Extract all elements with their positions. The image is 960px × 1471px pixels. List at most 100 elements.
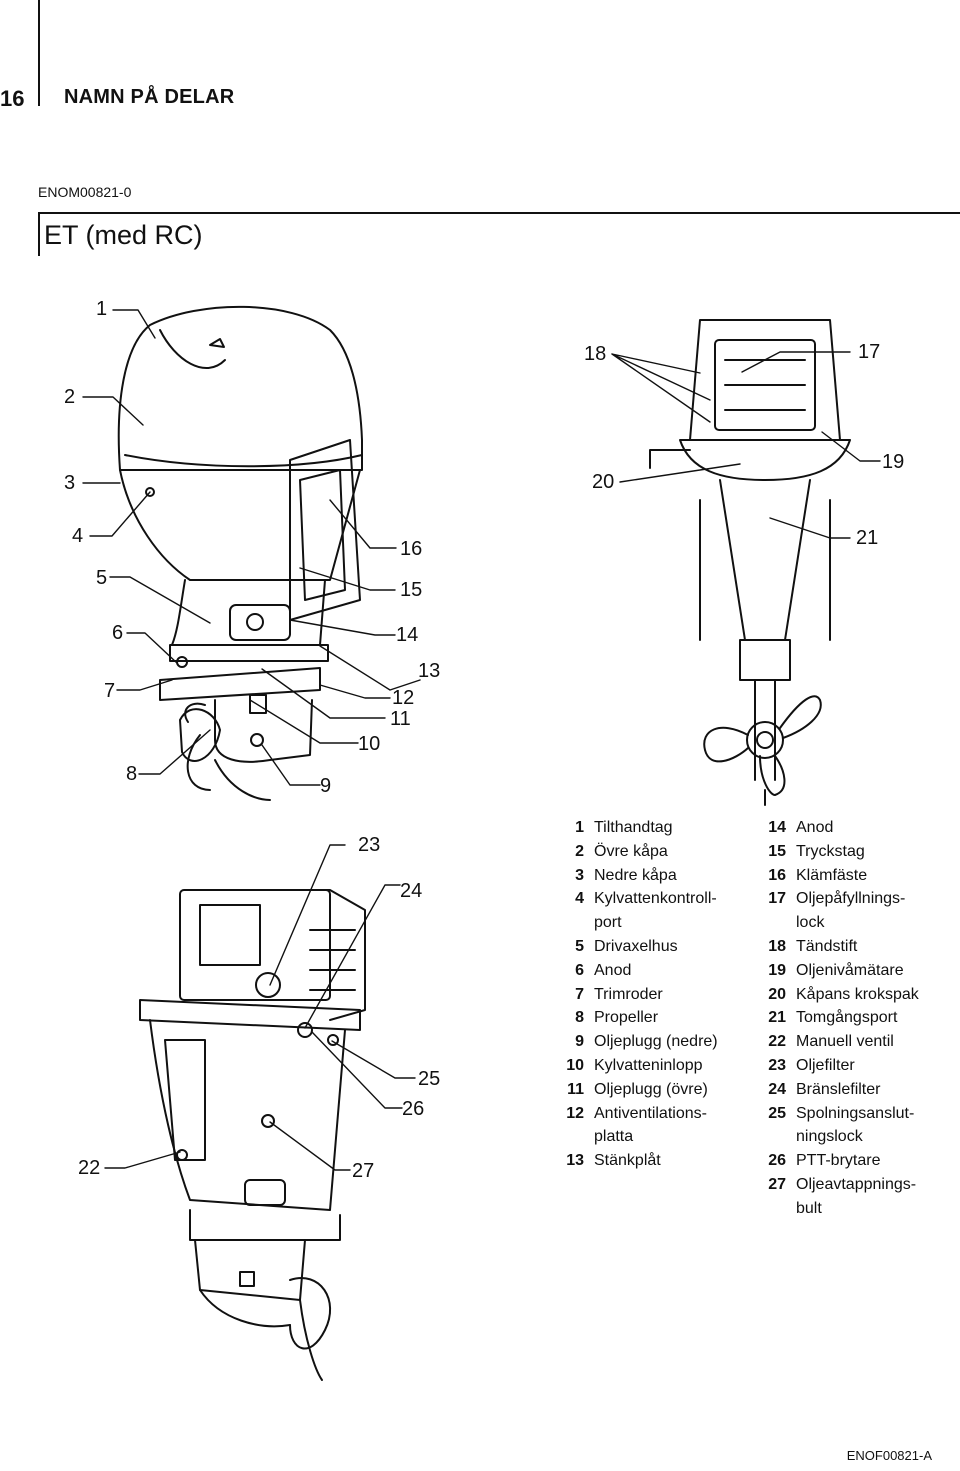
legend-right: 14 Anod 15 Tryckstag 16 Klämfäste 17 Oljepåfyll… xyxy=(760,816,960,1221)
legend-item-label: Anod xyxy=(594,961,632,979)
legend-item-label: Nedre kåpa xyxy=(594,866,677,884)
callout-1: 1 xyxy=(96,298,108,320)
legend-item: 20 Kåpans krokspak xyxy=(760,983,960,1007)
legend-item-label: Tomgångsport xyxy=(796,1009,898,1027)
callout-19: 19 xyxy=(882,451,905,473)
legend-item-number: 3 xyxy=(575,866,584,884)
callout-7: 7 xyxy=(104,680,116,702)
legend-item-number: 5 xyxy=(575,937,584,955)
callout-27: 27 xyxy=(352,1160,375,1182)
callout-12: 12 xyxy=(392,687,415,709)
legend-item: 25 Spolningsanslut- ningslock xyxy=(760,1102,960,1150)
legend-item-label: Tilthandtag xyxy=(594,819,673,836)
callout-4: 4 xyxy=(72,525,84,547)
footer-code: ENOF00821-A xyxy=(846,1448,932,1463)
legend-item: 19 Oljenivåmätare xyxy=(760,959,960,983)
legend-item-number: 16 xyxy=(768,866,786,884)
legend-item-number: 14 xyxy=(768,819,786,836)
legend-item-label: Oljenivåmätare xyxy=(796,961,904,979)
legend-item-number: 12 xyxy=(566,1104,584,1122)
legend-item-number: 25 xyxy=(768,1104,786,1122)
rear-view-motor xyxy=(649,319,851,806)
legend-item: 10 Kylvatteninlopp xyxy=(558,1054,758,1078)
legend-item-number: 27 xyxy=(768,1175,786,1193)
legend-item-label: Klämfäste xyxy=(796,866,868,884)
legend-item-label: Antiventilations- platta xyxy=(594,1104,707,1146)
legend-item-number: 4 xyxy=(575,890,584,908)
legend-item-number: 21 xyxy=(768,1009,786,1027)
callout-13: 13 xyxy=(418,660,441,682)
legend-item-label: Oljefilter xyxy=(796,1056,855,1074)
legend-item-number: 6 xyxy=(575,961,584,979)
side-view-motor xyxy=(117,305,363,801)
callout-14: 14 xyxy=(396,624,419,646)
side-view-cowl-removed xyxy=(139,889,366,1381)
page-number: 16 xyxy=(0,86,25,111)
legend-item: 11 Oljeplugg (övre) xyxy=(558,1078,758,1102)
legend-item-label: Stänkplåt xyxy=(594,1152,661,1170)
callout-6: 6 xyxy=(112,622,124,644)
legend-item-label: Kylvattenkontroll- port xyxy=(594,890,717,932)
legend-item-label: Spolningsanslut- ningslock xyxy=(796,1104,915,1146)
legend-item-number: 7 xyxy=(575,985,584,1003)
legend-item: 15 Tryckstag xyxy=(760,840,960,864)
document-code: ENOM00821-0 xyxy=(38,184,132,200)
callout-18: 18 xyxy=(584,343,607,365)
legend-item: 21 Tomgångsport xyxy=(760,1006,960,1030)
legend-item-label: Anod xyxy=(796,819,834,836)
callout-21: 21 xyxy=(856,527,879,549)
legend-item-label: Manuell ventil xyxy=(796,1033,894,1051)
legend-item-number: 18 xyxy=(768,937,786,955)
callout-23: 23 xyxy=(358,834,381,856)
legend-item-number: 20 xyxy=(768,985,786,1003)
legend-item-number: 13 xyxy=(566,1152,584,1170)
legend-item-number: 9 xyxy=(575,1033,584,1051)
legend-item-label: PTT-brytare xyxy=(796,1152,881,1170)
legend-item-label: Tändstift xyxy=(796,937,858,955)
legend-item: 17 Oljepåfyllnings- lock xyxy=(760,887,960,935)
callout-8: 8 xyxy=(126,763,138,785)
header-vertical-rule xyxy=(38,0,40,106)
legend-item-label: Oljeplugg (nedre) xyxy=(594,1033,718,1051)
legend-item-number: 23 xyxy=(768,1056,786,1074)
heading-rule xyxy=(38,212,960,214)
legend-item-number: 1 xyxy=(575,819,584,836)
legend-item-number: 26 xyxy=(768,1152,786,1170)
legend-item: 14 Anod xyxy=(760,816,960,840)
legend-item-label: Oljepåfyllnings- lock xyxy=(796,890,906,932)
legend-item-number: 19 xyxy=(768,961,786,979)
legend-item: 6 Anod xyxy=(558,959,758,983)
callout-22: 22 xyxy=(78,1157,101,1179)
section-title: NAMN PÅ DELAR xyxy=(64,86,235,108)
legend-item-number: 15 xyxy=(768,842,786,860)
legend-item-number: 11 xyxy=(567,1080,584,1098)
legend-item: 3 Nedre kåpa xyxy=(558,864,758,888)
callout-25: 25 xyxy=(418,1068,441,1090)
legend-item-label: Tryckstag xyxy=(796,842,865,860)
legend-item-label: Drivaxelhus xyxy=(594,937,678,955)
legend-item-number: 24 xyxy=(768,1080,786,1098)
legend-item-number: 17 xyxy=(768,890,786,908)
legend-item: 16 Klämfäste xyxy=(760,864,960,888)
legend-item: 4 Kylvattenkontroll- port xyxy=(558,887,758,935)
legend-item: 12 Antiventilations- platta xyxy=(558,1102,758,1150)
legend-item-label: Propeller xyxy=(594,1009,659,1027)
legend-item: 27 Oljeavtappnings- bult xyxy=(760,1173,960,1221)
callout-26: 26 xyxy=(402,1098,425,1120)
callout-10: 10 xyxy=(358,733,381,755)
legend-item-label: Oljeavtappnings- bult xyxy=(796,1175,917,1217)
legend-item: 18 Tändstift xyxy=(760,935,960,959)
legend-item-label: Kåpans krokspak xyxy=(796,985,919,1003)
callout-24: 24 xyxy=(400,880,423,902)
page-heading: ET (med RC) xyxy=(44,220,203,250)
legend-item-number: 10 xyxy=(566,1056,584,1074)
legend-item: 23 Oljefilter xyxy=(760,1054,960,1078)
legend-item-label: Oljeplugg (övre) xyxy=(594,1080,708,1098)
legend-item-label: Kylvatteninlopp xyxy=(594,1056,703,1074)
